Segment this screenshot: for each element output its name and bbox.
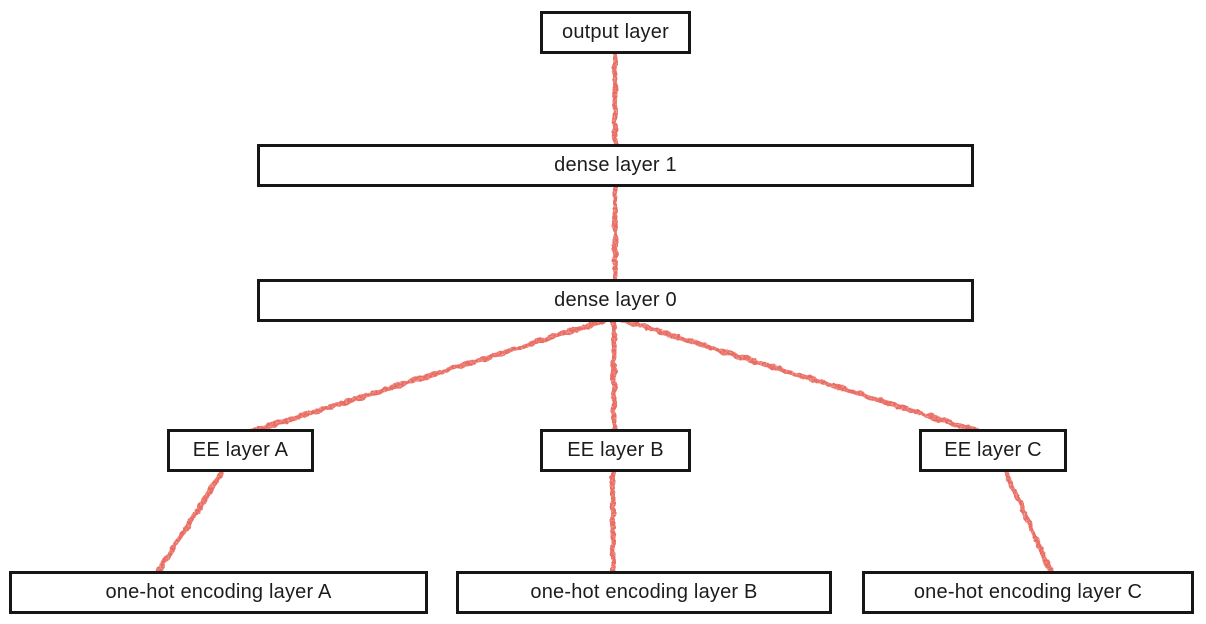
node-ee-layer-a: EE layer A [167, 429, 314, 472]
edge-onehotA-eeA [151, 463, 229, 581]
node-output-layer: output layer [540, 11, 691, 54]
node-ee-layer-c-label: EE layer C [944, 439, 1042, 461]
node-onehot-layer-a-label: one-hot encoding layer A [105, 581, 332, 603]
node-onehot-layer-c-label: one-hot encoding layer C [913, 581, 1143, 603]
edge-eeA-dense0 [234, 315, 616, 439]
node-dense-layer-0-label: dense layer 0 [554, 289, 677, 311]
node-onehot-layer-b: one-hot encoding layer B [456, 571, 832, 614]
node-output-layer-label: output layer [562, 21, 669, 43]
edge-eeC-dense0 [614, 315, 996, 439]
edge-group [151, 45, 1057, 581]
node-onehot-layer-b-label: one-hot encoding layer B [530, 581, 758, 603]
node-onehot-layer-c: one-hot encoding layer C [862, 571, 1194, 614]
node-ee-layer-c: EE layer C [919, 429, 1067, 472]
edge-onehotC-eeC [1000, 463, 1057, 581]
node-dense-layer-0: dense layer 0 [257, 279, 974, 322]
node-ee-layer-b-label: EE layer B [567, 439, 664, 461]
node-dense-layer-1: dense layer 1 [257, 144, 974, 187]
node-onehot-layer-a: one-hot encoding layer A [9, 571, 428, 614]
node-ee-layer-a-label: EE layer A [192, 439, 289, 461]
node-ee-layer-b: EE layer B [540, 429, 691, 472]
node-dense-layer-1-label: dense layer 1 [554, 154, 677, 176]
